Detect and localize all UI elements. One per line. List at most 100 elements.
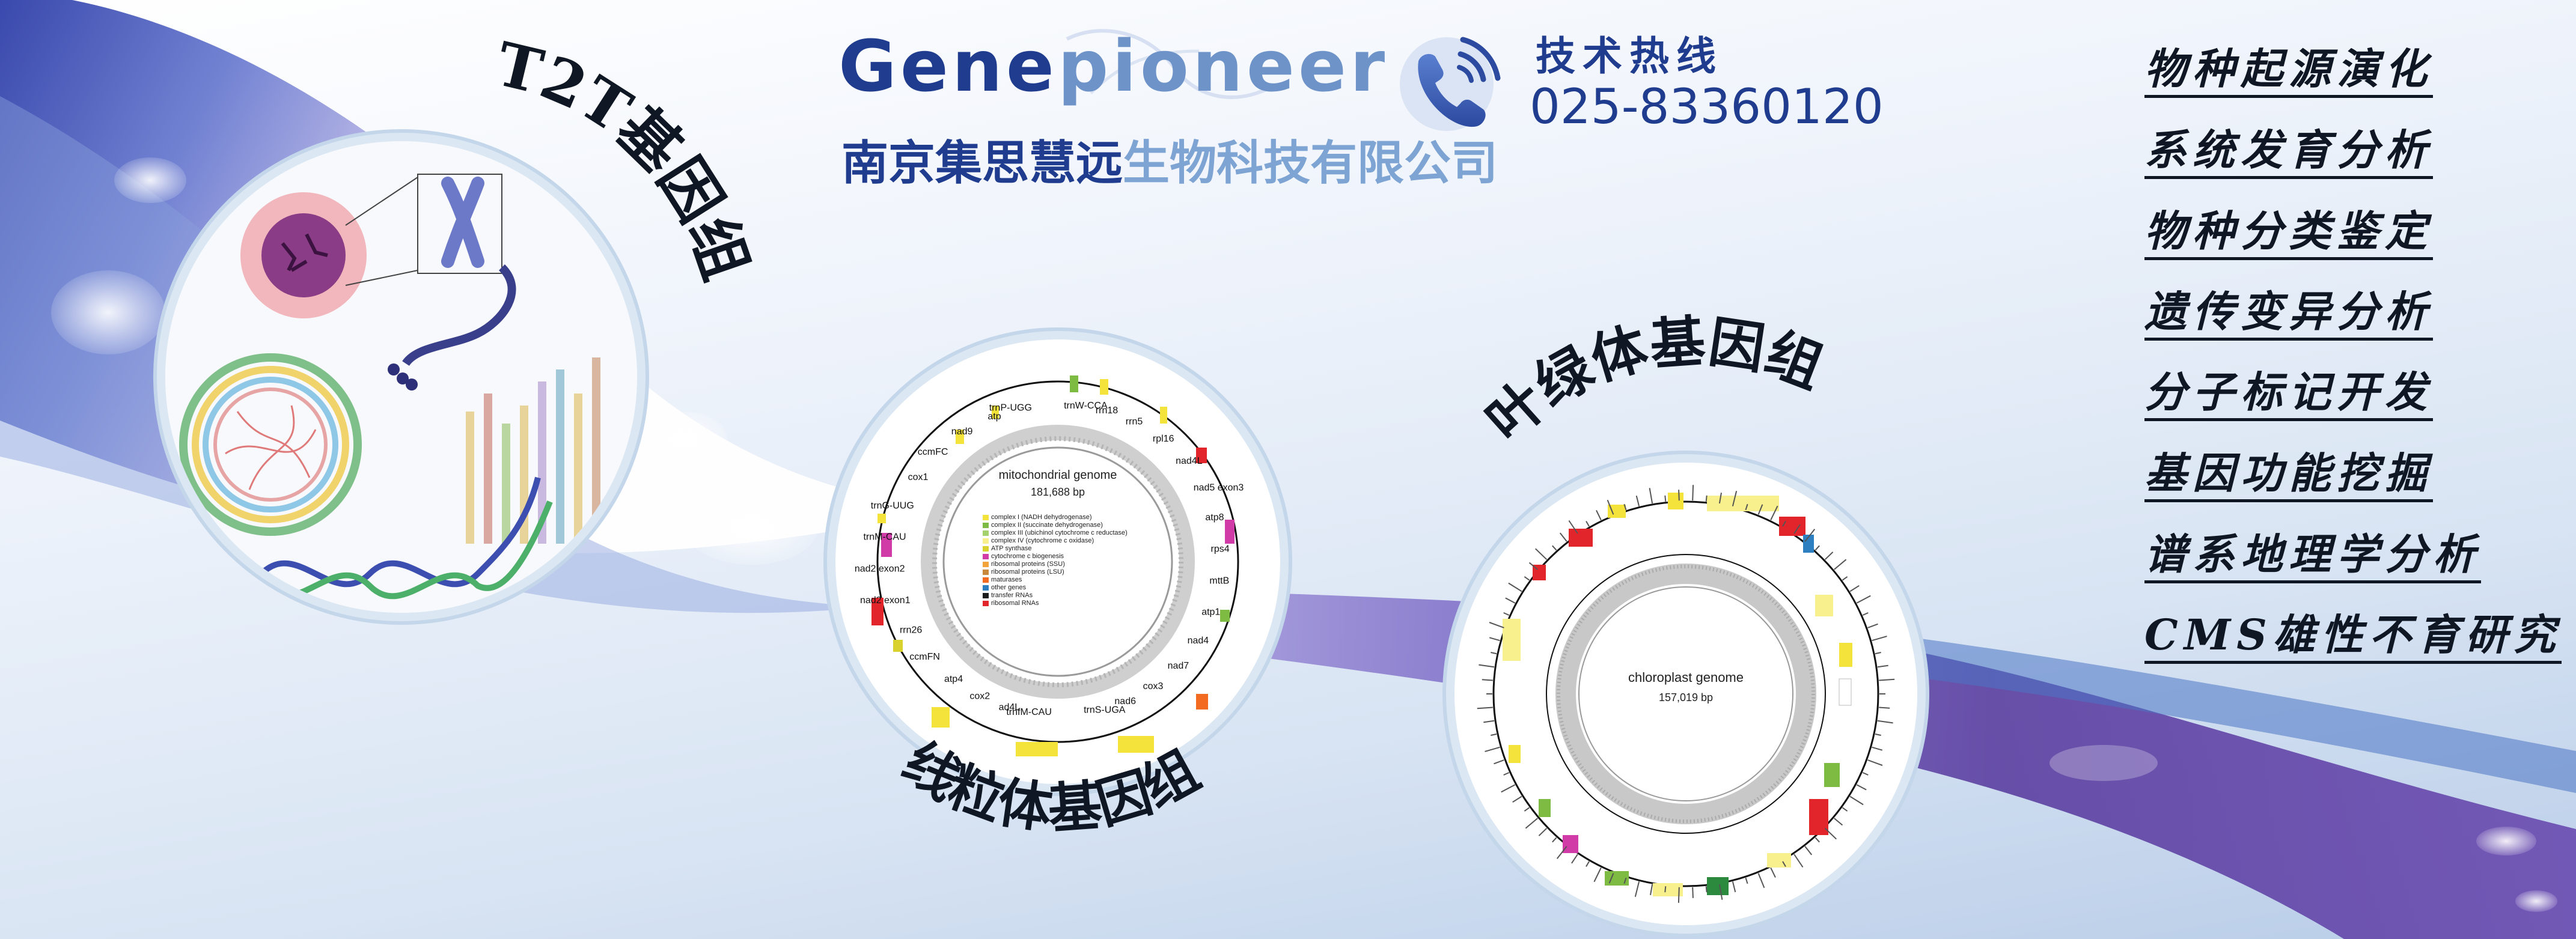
chloro-tick	[1770, 505, 1778, 521]
title-mito-genome: 线粒体基因组	[892, 730, 1210, 841]
chloro-tick	[1804, 846, 1813, 855]
chloro-tick	[1482, 679, 1493, 681]
chloro-tick	[1872, 636, 1887, 642]
mito-map-center: mitochondrial genome 181,688 bp	[835, 469, 1280, 499]
mito-gene-label: atp8	[1205, 512, 1224, 523]
chloro-tick	[1477, 707, 1493, 710]
legend-label: transfer RNAs	[991, 592, 1033, 599]
chloro-tick	[1872, 746, 1883, 751]
chloro-tick	[1593, 867, 1602, 883]
mito-gene-label: nad2 exon1	[860, 595, 911, 606]
legend-item: complex IV (cytochrome c oxidase)	[983, 537, 1128, 545]
chloro-tick	[1485, 746, 1500, 752]
chloro-tick	[1814, 545, 1820, 551]
logo-wordmark: Genepioneer	[838, 27, 1388, 105]
mito-gene-label: trnP-UGG	[989, 403, 1032, 413]
chloro-tick	[1782, 861, 1786, 868]
chloro-tick	[1862, 612, 1869, 616]
chloro-tick	[1525, 818, 1538, 829]
chloro-tick	[1489, 637, 1500, 642]
mito-map-legend: complex I (NADH dehydrogenase)complex II…	[983, 514, 1128, 607]
legend-item: ATP synthase	[983, 545, 1128, 553]
chloro-tick	[1875, 652, 1881, 655]
chloro-tick	[1856, 784, 1867, 791]
chloro-tick	[1842, 576, 1848, 581]
chloro-tick	[1623, 877, 1627, 884]
chloro-tick	[1586, 861, 1590, 868]
t2t-genome-image	[165, 141, 637, 613]
t2t-illustration	[165, 141, 637, 613]
chloro-tick	[1524, 576, 1530, 581]
chloro-tick	[1793, 854, 1804, 868]
mito-gene-label: nad5 exon3	[1194, 482, 1244, 493]
chloro-tick	[1705, 495, 1708, 502]
legend-swatch	[983, 514, 989, 520]
chloro-tick	[1867, 759, 1883, 766]
chloro-tick	[1877, 720, 1893, 724]
hotline-number: 025-83360120	[1530, 79, 1884, 135]
chloro-tick	[1745, 503, 1748, 511]
mito-map-size: 181,688 bp	[1030, 486, 1085, 498]
service-item: 谱系地理学分析	[2144, 527, 2481, 583]
legend-label: cytochrome c biogenesis	[991, 553, 1064, 560]
chloro-tick	[1503, 612, 1510, 616]
chloro-tick	[1568, 520, 1578, 534]
chloro-tick	[1824, 827, 1837, 840]
mito-gene-label: cox3	[1143, 681, 1164, 691]
legend-label: ribosomal proteins (SSU)	[991, 561, 1065, 568]
legend-label: complex IV (cytochrome c oxidase)	[991, 537, 1094, 544]
mito-gene-label: atp4	[944, 674, 963, 684]
chloro-tick	[1842, 807, 1848, 812]
chloro-tick	[1586, 520, 1590, 527]
legend-swatch	[983, 530, 989, 536]
mito-gene-label: nad2 exon2	[855, 564, 905, 574]
legend-label: other genes	[991, 584, 1027, 591]
hotline-label: 技术热线	[1536, 32, 1723, 79]
title-chloro-genome: 叶绿体基因组	[1474, 309, 1832, 454]
mito-gene-label: rpl16	[1153, 434, 1174, 444]
chloro-tick	[1552, 545, 1557, 551]
mito-gene-label: atp	[987, 412, 1001, 422]
chloro-tick	[1607, 499, 1614, 515]
chloro-tick	[1877, 664, 1888, 668]
legend-swatch	[983, 569, 989, 575]
mito-gene-label: ad4L	[999, 702, 1021, 713]
mito-gene-label: trnS-UGA	[1084, 705, 1126, 715]
service-item: 遗传变异分析	[2144, 285, 2433, 341]
mitochondrial-genome-map: mitochondrial genome 181,688 bp complex …	[835, 339, 1280, 784]
logo-part-pioneer: pioneer	[1057, 25, 1389, 108]
chloro-tick	[1649, 488, 1653, 504]
legend-label: complex II (succinate dehydrogenase)	[991, 521, 1103, 529]
chloro-tick	[1692, 485, 1694, 501]
chloro-tick	[1718, 493, 1722, 504]
mito-gene-label: rrn26	[900, 625, 922, 636]
mito-gene-label: rrn18	[1096, 406, 1118, 416]
chloro-tick	[1834, 818, 1843, 826]
chloro-tick	[1494, 759, 1504, 765]
chloro-tick	[1705, 886, 1708, 893]
legend-label: maturases	[991, 576, 1022, 583]
chloro-tick	[1479, 664, 1495, 668]
legend-item: maturases	[983, 576, 1128, 584]
chloro-tick	[1608, 873, 1614, 884]
legend-swatch	[983, 600, 989, 606]
chloro-map-name: chloroplast genome	[1628, 670, 1744, 685]
chloro-tick	[1862, 772, 1869, 776]
chloroplast-genome-map: chloroplast genome 157,019 bp	[1454, 463, 1917, 925]
service-item: 分子标记开发	[2144, 365, 2433, 421]
mito-gene-label: atp1	[1201, 607, 1220, 617]
chloro-tick	[1483, 720, 1495, 723]
chloro-tick	[1650, 884, 1653, 895]
legend-item: complex III (ubichinol cytochrome c redu…	[983, 529, 1128, 537]
chloro-tick	[1834, 559, 1847, 570]
mito-map-rings	[871, 375, 1239, 756]
chloro-tick	[1745, 877, 1748, 884]
legend-item: complex I (NADH dehydrogenase)	[983, 514, 1128, 521]
legend-item: ribosomal RNAs	[983, 600, 1128, 607]
chloro-tick	[1692, 887, 1694, 898]
legend-item: complex II (succinate dehydrogenase)	[983, 521, 1128, 529]
legend-label: ATP synthase	[991, 545, 1032, 552]
